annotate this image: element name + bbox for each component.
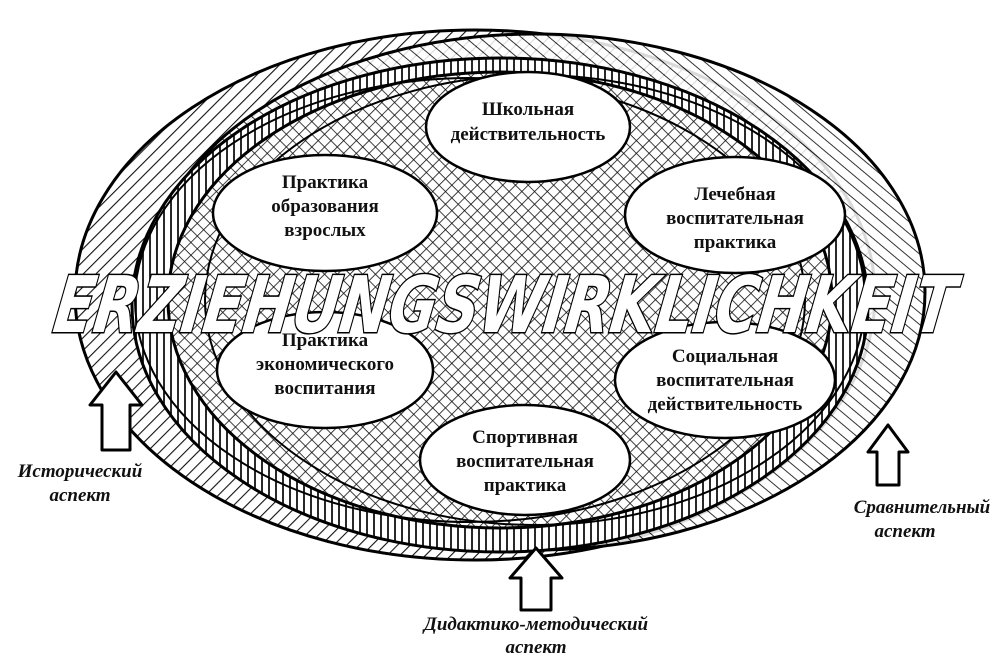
svg-text:воспитательная: воспитательная bbox=[456, 451, 594, 472]
svg-text:практика: практика bbox=[694, 232, 777, 253]
aspect-comparative-line: Сравнительный bbox=[854, 497, 991, 518]
aspect-comparative-line: аспект bbox=[874, 521, 935, 542]
svg-text:действительность: действительность bbox=[648, 394, 803, 415]
svg-text:воспитательная: воспитательная bbox=[666, 208, 804, 229]
aspect-didactic-line: Дидактико-методический bbox=[422, 614, 648, 635]
node-therapeutic-line: практика bbox=[694, 232, 777, 253]
aspect-didactic: Дидактико-методический аспект bbox=[422, 614, 648, 657]
svg-text:Практика: Практика bbox=[282, 330, 369, 351]
node-social-line: воспитательная bbox=[656, 370, 794, 391]
node-adult-education-line: образования bbox=[271, 196, 379, 217]
svg-text:образования: образования bbox=[271, 196, 379, 217]
node-therapeutic-line: воспитательная bbox=[666, 208, 804, 229]
comparative-arrow-icon bbox=[868, 425, 908, 485]
node-adult-education-line: Практика bbox=[282, 172, 369, 193]
aspect-comparative: Сравнительный аспект bbox=[854, 497, 991, 542]
aspect-historical: Исторический аспект bbox=[17, 461, 143, 506]
node-adult-education: Практика образования взрослых bbox=[271, 172, 379, 241]
svg-text:аспект: аспект bbox=[49, 485, 110, 506]
svg-text:действительность: действительность bbox=[451, 124, 606, 145]
node-sport-line: воспитательная bbox=[456, 451, 594, 472]
svg-text:Лечебная: Лечебная bbox=[694, 184, 775, 205]
node-sport-line: Спортивная bbox=[472, 427, 578, 448]
svg-text:Социальная: Социальная bbox=[672, 346, 778, 367]
node-school-line: Школьная bbox=[482, 99, 574, 120]
node-adult-education-line: взрослых bbox=[284, 220, 366, 241]
title-band: ERZIEHUNGSWIRKLICHKEIT bbox=[49, 260, 966, 351]
aspect-historical-line: Исторический bbox=[17, 461, 143, 482]
svg-text:Исторический: Исторический bbox=[17, 461, 143, 482]
diagram-title: ERZIEHUNGSWIRKLICHKEIT bbox=[49, 260, 966, 351]
node-social-line: действительность bbox=[648, 394, 803, 415]
svg-text:Спортивная: Спортивная bbox=[472, 427, 578, 448]
svg-text:воспитательная: воспитательная bbox=[656, 370, 794, 391]
svg-text:Школьная: Школьная bbox=[482, 99, 574, 120]
node-economic-line: Практика bbox=[282, 330, 369, 351]
svg-text:экономического: экономического bbox=[256, 354, 394, 375]
node-economic-line: экономического bbox=[256, 354, 394, 375]
node-sport-line: практика bbox=[484, 475, 567, 496]
svg-text:воспитания: воспитания bbox=[274, 378, 375, 399]
aspect-historical-line: аспект bbox=[49, 485, 110, 506]
svg-text:Сравнительный: Сравнительный bbox=[854, 497, 991, 518]
svg-text:аспект: аспект bbox=[505, 637, 566, 657]
svg-text:практика: практика bbox=[484, 475, 567, 496]
node-school-line: действительность bbox=[451, 124, 606, 145]
svg-text:Практика: Практика bbox=[282, 172, 369, 193]
svg-text:аспект: аспект bbox=[874, 521, 935, 542]
aspect-didactic-line: аспект bbox=[505, 637, 566, 657]
svg-text:взрослых: взрослых bbox=[284, 220, 366, 241]
node-social-line: Социальная bbox=[672, 346, 778, 367]
node-economic-line: воспитания bbox=[274, 378, 375, 399]
node-therapeutic-line: Лечебная bbox=[694, 184, 775, 205]
svg-text:Дидактико-методический: Дидактико-методический bbox=[422, 614, 648, 635]
